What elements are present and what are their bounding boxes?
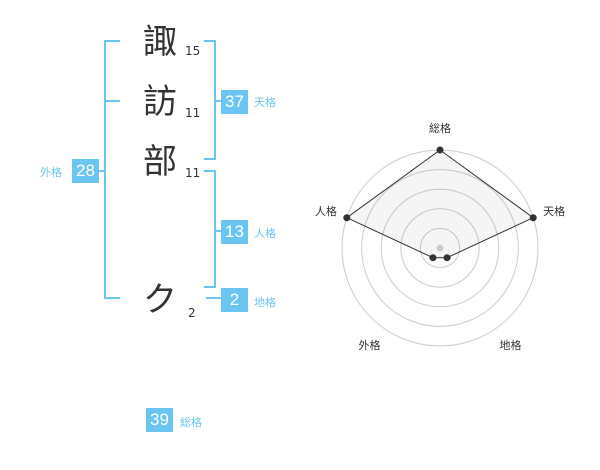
stroke-count-2: 11 <box>185 106 201 120</box>
radar-point <box>436 146 444 154</box>
radar-points <box>343 146 537 262</box>
radar-ring <box>400 208 480 288</box>
tenkaku-bracket-top <box>204 40 216 42</box>
stroke-count-3: 11 <box>185 166 201 180</box>
radar-axis-label: 総格 <box>429 121 451 135</box>
jinkaku-bracket-top <box>204 170 216 172</box>
radar-ring <box>380 188 500 308</box>
radar-axis-label: 外格 <box>358 338 380 352</box>
jinkaku-label: 人格 <box>254 227 276 240</box>
jinkaku-bracket-connector <box>214 230 222 232</box>
radar-point <box>429 254 437 262</box>
tenkaku-label: 天格 <box>254 96 276 109</box>
name-char-2: 訪 <box>143 82 177 122</box>
jinkaku-bracket-bottom <box>204 286 216 288</box>
radar-polygon <box>345 149 535 259</box>
radar-axis-label: 地格 <box>500 338 522 352</box>
gaikaku-label: 外格 <box>40 166 62 179</box>
tenkaku-score: 37 <box>221 90 248 114</box>
soukaku-score: 39 <box>146 408 173 432</box>
gaikaku-bracket-connector <box>98 170 106 172</box>
soukaku-label: 総格 <box>180 416 202 429</box>
stroke-count-4: 2 <box>188 306 196 320</box>
radar-center-dot <box>436 244 444 252</box>
radar-point <box>529 214 537 222</box>
jinkaku-bracket <box>214 170 216 288</box>
radar-point <box>443 254 451 262</box>
radar-rings <box>341 149 539 347</box>
chikaku-connector <box>206 297 222 299</box>
tenkaku-bracket-bottom <box>204 158 216 160</box>
stroke-count-1: 15 <box>185 44 201 58</box>
chikaku-label: 地格 <box>254 296 276 309</box>
jinkaku-score: 13 <box>221 220 248 244</box>
gaikaku-bracket-mid <box>104 100 120 102</box>
radar-ring <box>419 227 461 269</box>
chikaku-score: 2 <box>221 288 248 312</box>
radar-axis-label: 人格 <box>315 204 337 218</box>
name-char-1: 諏 <box>143 22 177 62</box>
radar-point <box>343 214 351 222</box>
radar-ring <box>361 169 519 327</box>
name-char-4: ク <box>143 280 177 320</box>
radar-axis-label: 天格 <box>543 204 565 218</box>
gaikaku-bracket-top <box>104 40 120 42</box>
name-char-3: 部 <box>143 142 177 182</box>
gaikaku-bracket-bottom <box>104 297 120 299</box>
gaikaku-bracket <box>104 40 106 299</box>
tenkaku-bracket-connector <box>214 100 222 102</box>
gaikaku-score: 28 <box>72 159 99 183</box>
